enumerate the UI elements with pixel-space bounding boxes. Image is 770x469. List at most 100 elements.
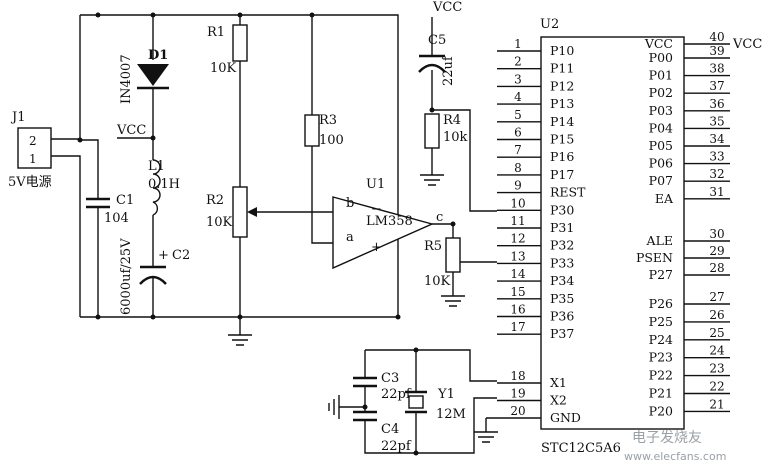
r2-potentiometer: R2 10K [206,186,257,238]
u2-pin-name: P25 [649,314,673,329]
u2-pin-number: 15 [510,285,525,299]
c2-value: 6000uf/25V [119,238,134,315]
l1-value: 0.1H [148,177,180,192]
u2-pin-number: 37 [709,79,724,93]
r1-ref: R1 [207,25,225,40]
d1-ref: D1 [148,48,168,63]
u2-pin-number: 25 [709,326,724,340]
u2-pin-name: P30 [550,202,574,217]
u2-pin-name: X1 [550,375,567,390]
vcc-label-c5: VCC [432,0,462,15]
c1-capacitor: C1 104 [86,193,134,226]
vcc-label-l1: VCC [116,123,146,138]
u2-pin-name: VCC [644,36,673,51]
u2-pin-number: 5 [514,108,522,122]
u2-pin-number: 30 [709,227,724,241]
u2-pin-number: 11 [510,214,525,228]
c3-value: 22pf [381,387,412,402]
u2-pin-number: 20 [510,404,525,418]
r1-resistor: R1 10K [207,24,248,76]
u2-pin-number: 6 [514,126,522,140]
c5-value: 22uf [441,55,456,86]
u2-pin-name: P31 [550,220,574,235]
c4-ref: C4 [381,422,399,437]
u1-value: LM358 [366,214,413,229]
u2-pin-name: P03 [649,103,673,118]
u2-pin-number: 19 [510,387,525,401]
y1-value: 12M [436,407,466,422]
u2-pin-number: 38 [709,62,724,76]
ground-symbols [228,174,498,443]
c4-value: 22pf [381,439,412,454]
u2-pin-name: P27 [649,267,673,282]
u2-pin-number: 12 [510,232,525,246]
ground-crystal [328,395,340,419]
u2-pin-name: P37 [550,326,574,341]
j1-pin-1: 1 [29,152,37,166]
u2-pin-name: P11 [550,61,574,76]
u2-pin-name: REST [550,185,586,200]
u2-pin-number: 16 [510,303,525,317]
u1-pin-c: c [436,210,443,225]
u2-pin-number: 13 [510,249,525,263]
u1-minus: − [371,202,382,217]
u2-pin-number: 10 [510,196,525,210]
u2-pin-number: 33 [709,150,724,164]
c3-ref: C3 [381,371,399,386]
r3-resistor: R3 100 [304,113,344,148]
u2-pin-name: P32 [550,238,574,253]
u2-pin-name: P07 [649,173,673,188]
u2-pin-name: GND [550,410,581,425]
u2-pin-name: P33 [550,255,574,270]
u2-pin-number: 40 [709,30,724,44]
u2-pin-number: 27 [709,290,724,304]
u2-pin-number: 35 [709,114,724,128]
u2-pin-name: P13 [550,96,574,111]
vcc-label-u2: VCC [732,37,762,52]
l1-ref: L1 [148,159,165,174]
d1-value: IN4007 [119,54,134,104]
d1-diode: D1 IN4007 [119,48,169,104]
r5-value: 10K [424,274,451,289]
u2-pin-number: 36 [709,97,724,111]
u1-opamp: U1 LM358 − + b a c [332,177,443,270]
u2-pin-number: 32 [709,167,724,181]
u2-pin-name: P16 [550,149,574,164]
u2-pin-number: 4 [514,90,522,104]
u2-ref: U2 [540,17,559,32]
u1-pin-b: b [346,196,354,211]
u2-pin-number: 9 [514,179,522,193]
r3-ref: R3 [319,113,337,128]
c2-ref: C2 [172,248,190,263]
j1-pin-2: 2 [29,134,37,148]
junctions [77,12,456,456]
u2-pin-name: P20 [649,403,673,418]
c5-capacitor: VCC C5 22uf [418,0,462,86]
r4-value: 10k [443,130,468,145]
c5-ref: C5 [428,33,446,48]
c1-ref: C1 [116,193,134,208]
u2-pin-number: 18 [510,369,525,383]
u1-plus: + [371,240,382,255]
u2-pin-number: 39 [709,44,724,58]
u2-pin-number: 21 [709,397,724,411]
u2-pin-name: P01 [649,68,673,83]
l1-inductor: L1 0.1H [148,159,180,216]
u2-pin-name: P22 [649,368,673,383]
u2-pin-name: P12 [550,78,574,93]
ground-c5 [420,174,444,186]
r2-ref: R2 [206,193,224,208]
r5-ref: R5 [424,239,442,254]
u2-pin-name: P24 [649,332,673,347]
watermark: 电子发烧友 www.elecfans.com [624,430,726,463]
u2-pin-name: P10 [550,43,574,58]
u2-pin-name: P05 [649,138,673,153]
ground-u2 [474,431,498,443]
u2-pin-name: P02 [649,85,673,100]
ground-r2 [228,334,252,346]
c2-plus: + [158,248,169,263]
u2-pin-number: 1 [514,37,522,51]
u2-pin-name: P17 [550,167,574,182]
